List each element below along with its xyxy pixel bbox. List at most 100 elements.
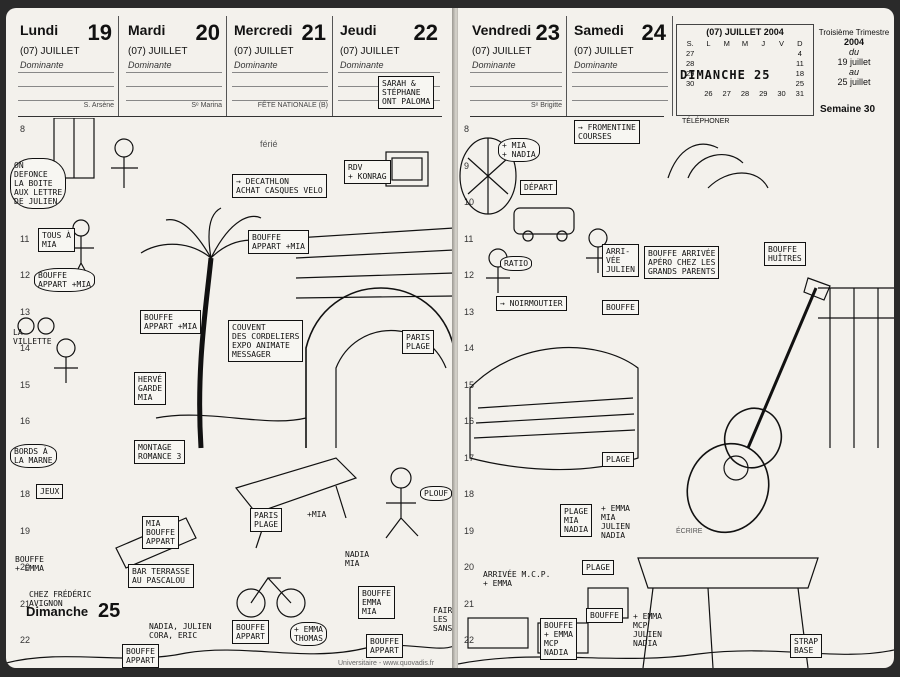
day-name: Mardi (128, 22, 166, 38)
note-paris-plage-1: PARIS PLAGE (402, 330, 435, 354)
calendar-day-cell (699, 49, 717, 58)
day-number: 24 (641, 20, 666, 45)
note-plage-mia: +MIA (307, 510, 327, 519)
note-bouffe-right-2: BOUFFE (586, 608, 623, 623)
day-name: Mercredi (234, 22, 293, 38)
day-column-lundi: Lundi 19 (07) JUILLET Dominante S. Arsèn… (14, 16, 119, 116)
calendar-day-cell (772, 59, 790, 68)
note-bouffe-huitres: BOUFFE HUÎTRES (764, 242, 806, 266)
calendar-day-cell (736, 49, 754, 58)
note-emma-thomas: + EMMA THOMAS (290, 622, 327, 646)
hour-label: 14 (464, 343, 475, 353)
calendar-day-cell: 25 (795, 79, 805, 88)
hour-label: 8 (20, 124, 26, 134)
trimester-to: 25 juillet (837, 77, 871, 87)
ferie-label: férié (260, 139, 278, 149)
saint-label: Sᵉ Brigitte (530, 102, 562, 109)
note-bouffe-appart-6: BOUFFE APPART (366, 634, 403, 658)
calendar-day-cell: 29 (685, 69, 695, 78)
note-herve-garde-mia: HERVÉ GARDE MIA (134, 372, 167, 405)
trimester-au: au (848, 67, 859, 77)
calendar-day-cell: 30 (777, 89, 786, 98)
calendar-day-cell (772, 49, 790, 58)
hour-label: 15 (20, 379, 31, 390)
calendar-day-cell: 4 (797, 49, 802, 58)
saint-label: S. Arsène (83, 102, 114, 109)
note-noirmoutier: → NOIRMOUTIER (496, 296, 567, 311)
note-emma-mia-julien: + EMMA MIA JULIEN NADIA (601, 504, 630, 540)
hour-label: 20 (464, 562, 475, 572)
calendar-day-cell: 28 (740, 89, 750, 98)
dimanche-label: Dimanche (26, 604, 89, 619)
note-strap-base: STRAP BASE (790, 634, 823, 658)
hour-label: 11 (464, 233, 474, 244)
dominante-label: Dominante (340, 60, 384, 70)
dominante-label: Dominante (128, 60, 172, 70)
day-column-mercredi: Mercredi 21 (07) JUILLET Dominante FÊTE … (228, 16, 333, 116)
note-bouffe-appart-5: BOUFFE APPART (232, 620, 269, 644)
calendar-header-cell: M (723, 39, 730, 48)
note-depart: DÉPART (520, 180, 557, 195)
month-label: (07) JUILLET (340, 46, 400, 57)
calendar-header-cell: M (741, 39, 749, 48)
note-plage-mia-nadia: PLAGE MIA NADIA (560, 504, 593, 537)
note-plage-1: PLAGE (602, 452, 635, 467)
calendar-day-cell: 26 (704, 89, 713, 98)
day-name: Samedi (574, 22, 624, 38)
note-jeux: JEUX (36, 484, 64, 499)
note-mia-bouffe-appart: MIA BOUFFE APPART (142, 516, 179, 549)
day-name: Lundi (20, 22, 59, 38)
month-label: (07) JUILLET (472, 46, 532, 57)
note-decathlon: → DECATHLON ACHAT CASQUES VELO (232, 174, 327, 198)
day-number: 21 (301, 20, 326, 45)
trimester-label: Troisième Trimestre (818, 28, 890, 37)
dimanche-25-label: DIMANCHE 25 (680, 68, 771, 82)
day-number: 19 (87, 20, 112, 45)
hour-label: 13 (20, 306, 31, 317)
hour-label: 18 (20, 489, 31, 499)
calendar-day-cell (754, 49, 772, 58)
dimanche-number: 25 (98, 600, 121, 622)
note-chez-frederic: CHEZ FRÉDÉRIC AVIGNON (29, 590, 92, 608)
hour-label: 22 (20, 635, 31, 645)
hour-label: 9 (464, 160, 470, 171)
hour-label: 22 (464, 635, 475, 645)
calendar-day-cell (754, 59, 772, 68)
footer-url: Universitaire - www.quovadis.fr (338, 660, 435, 667)
note-plage-3: PLAGE (582, 560, 615, 575)
day-name: Jeudi (340, 22, 377, 38)
calendar-day-cell (681, 89, 699, 98)
note-ratio: RATIO (500, 256, 533, 271)
right-page: Vendredi 23 (07) JUILLET Dominante Sᵉ Br… (458, 8, 894, 668)
calendar-header-cell: V (779, 39, 785, 48)
note-montage: MONTAGE ROMANCE 3 (134, 440, 186, 464)
week-number: Semaine 30 (820, 104, 876, 115)
note-villette: LA VILLETTE (13, 328, 52, 346)
calendar-day-cell: 27 (685, 49, 695, 58)
calendar-day-cell: 28 (685, 59, 695, 68)
note-bouffe-emma: BOUFFE + EMMA (15, 555, 44, 573)
calendar-day-cell: 30 (685, 79, 695, 88)
saint-label: FÊTE NATIONALE (B) (257, 102, 328, 109)
note-tous-a-mia: TOUS À MIA (38, 228, 75, 252)
day-number: 20 (195, 20, 220, 45)
note-bouffe-emma-mia: BOUFFE EMMA MIA (358, 586, 395, 619)
dominante-label: Dominante (20, 60, 64, 70)
trimester-year: 2004 (843, 37, 865, 47)
calendar-day-cell: 18 (795, 69, 805, 78)
sketch-illustration-right (458, 137, 894, 668)
hour-label: 10 (464, 197, 475, 207)
calendar-day-cell: 27 (722, 89, 731, 98)
calendar-day-cell (699, 59, 717, 68)
note-bouffe-right: BOUFFE (602, 300, 639, 315)
hour-label: 18 (464, 489, 475, 499)
hour-label: 11 (20, 233, 30, 244)
hour-label: 21 (464, 598, 475, 609)
dominante-label: Dominante (574, 60, 618, 70)
calendar-header-cell: J (761, 39, 766, 48)
month-label: (07) JUILLET (20, 46, 80, 57)
hour-label: 20 (20, 562, 31, 572)
calendar-header-cell: L (706, 39, 711, 48)
